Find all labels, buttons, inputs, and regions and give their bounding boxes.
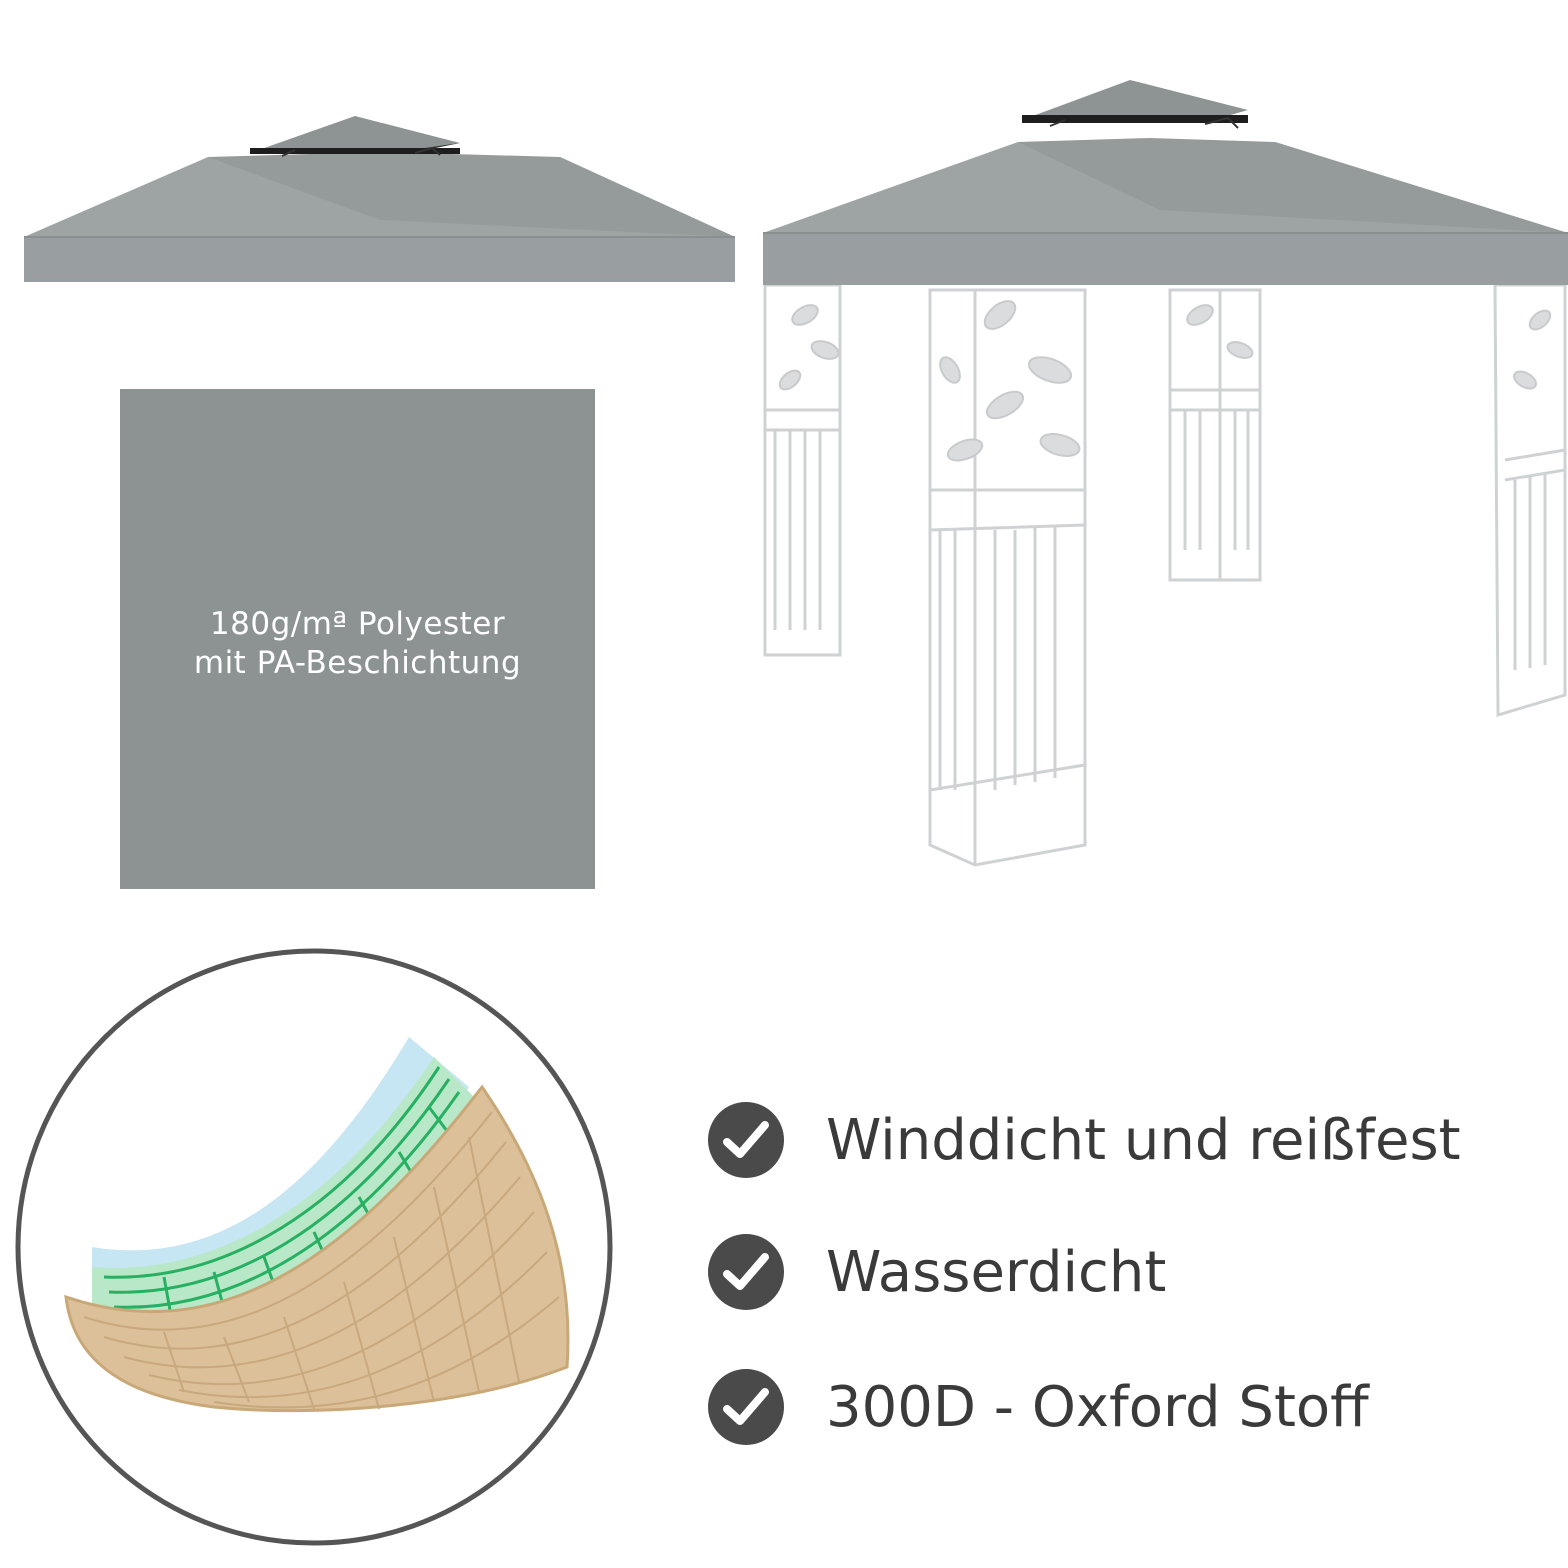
material-weight-text: 180g/mª Polyester [209,606,506,642]
feature-item: 300D - Oxford Stoff [708,1367,1369,1447]
canopy-roof-image [24,116,735,282]
gazebo-image [763,80,1568,867]
material-description: 180g/mª Polyester mit PA-Beschichtung [120,605,595,683]
check-icon [708,1234,784,1310]
feature-item: Winddicht und reißfest [708,1100,1461,1180]
feature-label: 300D - Oxford Stoff [826,1374,1369,1440]
feature-label: Winddicht und reißfest [826,1107,1461,1173]
feature-label: Wasserdicht [826,1239,1167,1305]
check-icon [708,1369,784,1445]
material-coating-text: mit PA-Beschichtung [193,645,522,681]
fabric-color-swatch: 180g/mª Polyester mit PA-Beschichtung [120,389,595,889]
fabric-layers-illustration [15,948,613,1546]
feature-item: Wasserdicht [708,1232,1166,1312]
check-icon [708,1102,784,1178]
